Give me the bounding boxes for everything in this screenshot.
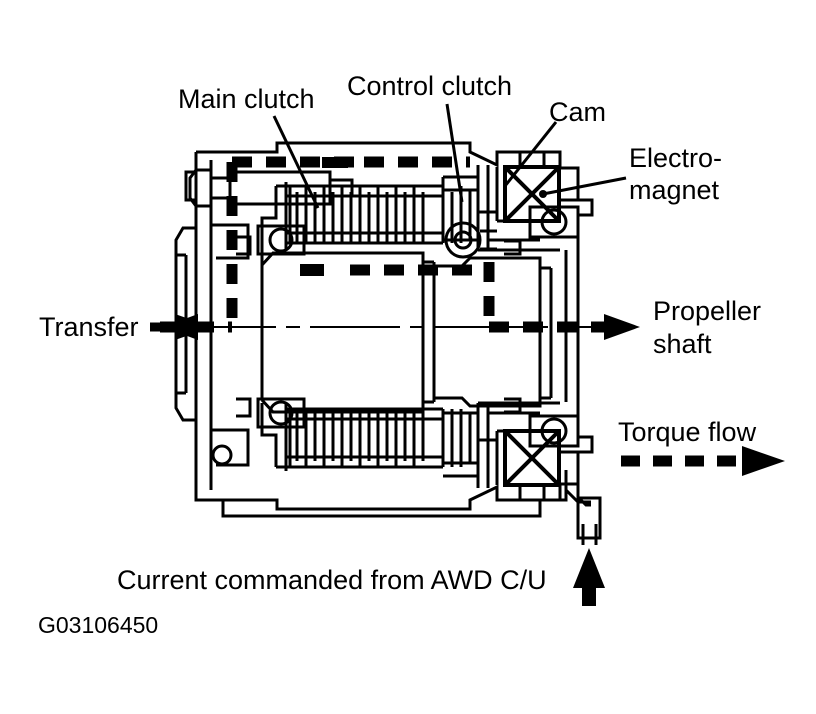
bearing-lower-left [256,397,306,429]
control-clutch-pack-lower [441,409,478,467]
legend-torque-flow-arrow [621,446,785,476]
callout-electromagnet-line1: Electro- [629,143,723,173]
central-shaft-body [260,251,553,414]
main-clutch-pack-upper [286,184,443,245]
legend-torque-flow-label: Torque flow [618,417,757,447]
bearing-upper-left [256,224,306,256]
callout-propeller-shaft-line2: shaft [653,329,712,359]
bearing-ball-lower-flange [211,444,233,466]
leader-main-clutch [272,115,320,209]
spline-details [260,180,354,435]
callout-electromagnet-line2: magnet [629,175,720,205]
leader-cam [503,121,558,187]
current-command-arrow [573,524,605,606]
callout-main-clutch: Main clutch [178,84,315,114]
transfer-arrowhead [175,314,212,340]
seal-details [216,223,522,467]
callout-propeller-shaft-line1: Propeller [653,296,762,326]
input-shaft-bolt [188,168,354,208]
torque-flow-nodes [300,157,348,276]
leader-electromagnet [542,176,627,196]
callout-cam: Cam [549,97,607,127]
right-housing-detail [564,470,602,540]
bearing-upper-right [528,205,580,239]
main-clutch-pack-lower [286,407,443,469]
electromagnet-lower [503,429,561,487]
caption-current-commanded: Current commanded from AWD C/U [117,565,547,595]
cam-assembly-upper [444,221,497,259]
callout-transfer: Transfer [39,312,139,342]
callout-leader-lines [272,103,627,209]
actuator-arms [443,175,497,478]
propeller-shaft-arrowhead [604,314,640,340]
callout-control-clutch: Control clutch [347,71,513,101]
leader-control-clutch [445,103,464,203]
bearing-lower-right [528,414,580,448]
figure-id-code: G03106450 [38,612,159,638]
